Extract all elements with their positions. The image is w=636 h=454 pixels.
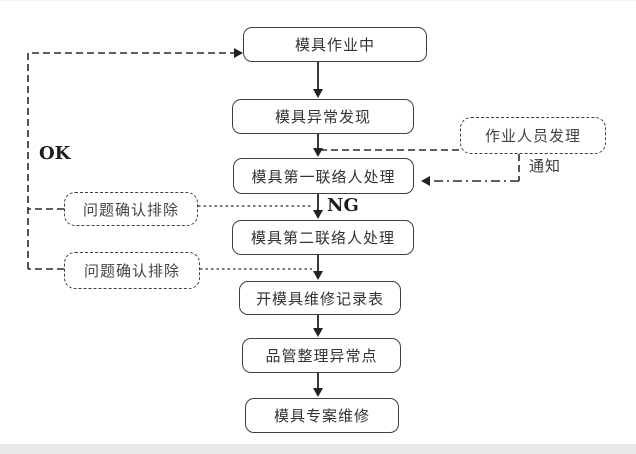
label-ok: OK — [39, 143, 71, 164]
node-first-contact: 模具第一联络人处理 — [233, 158, 414, 194]
node-project-repair: 模具专案维修 — [245, 398, 399, 433]
node-second-contact: 模具第二联络人处理 — [232, 220, 414, 255]
node-operator-handle: 作业人员发理 — [460, 117, 606, 154]
node-mold-working: 模具作业中 — [243, 27, 427, 62]
node-abnormal-found: 模具异常发现 — [232, 99, 414, 134]
arrowhead-down-icon — [313, 388, 323, 397]
node-confirm-resolve-1: 问题确认排除 — [64, 192, 198, 226]
label-notify: 通知 — [529, 157, 562, 175]
node-confirm-resolve-2: 问题确认排除 — [64, 252, 200, 289]
arrowhead-right-icon — [234, 48, 243, 58]
arrowhead-left-icon — [421, 176, 430, 186]
arrowhead-down-icon — [313, 271, 323, 280]
arrowhead-down-icon — [313, 89, 323, 98]
arrowhead-down-icon — [313, 148, 323, 157]
node-repair-record: 开模具维修记录表 — [239, 281, 401, 315]
image-bottom-edge — [0, 444, 636, 454]
arrowhead-down-icon — [313, 328, 323, 337]
label-ng: NG — [327, 195, 359, 216]
node-qc-summary: 品管整理异常点 — [242, 338, 401, 373]
arrowhead-down-icon — [313, 210, 323, 219]
